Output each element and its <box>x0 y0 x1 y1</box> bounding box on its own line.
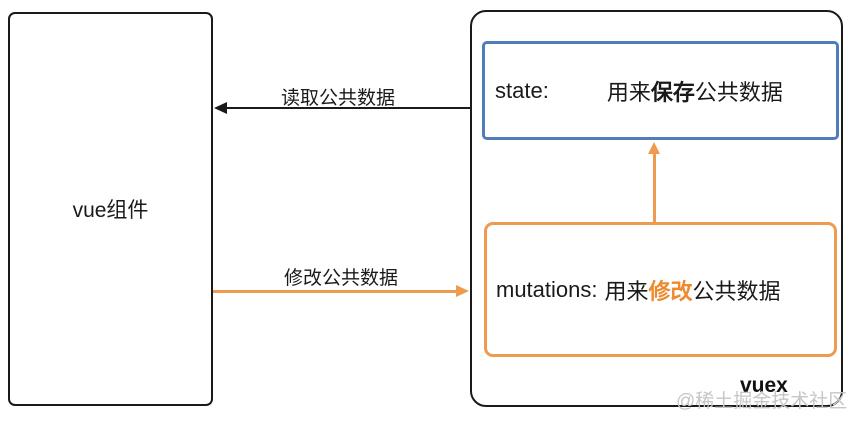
state-text-post: 公共数据 <box>694 79 783 105</box>
read-arrowhead-left-icon <box>214 102 227 114</box>
state-text-pre: 用来 <box>606 79 651 105</box>
commit-arrowhead-up-icon <box>648 142 660 154</box>
mutations-text-post: 公共数据 <box>692 278 781 304</box>
read-arrow-label: 读取公共数据 <box>281 88 396 109</box>
vue-component-node: vue组件 <box>8 12 213 406</box>
vuex-container-label: vuex <box>740 374 788 397</box>
mutations-text-pre: 用来 <box>604 278 649 304</box>
state-node: state: 用来 保存 公共数据 <box>482 41 839 140</box>
read-arrow-line <box>216 107 470 109</box>
state-text-bold: 保存 <box>650 79 695 105</box>
mutations-node: mutations: 用来 修改 公共数据 <box>484 222 837 357</box>
modify-arrow-label: 修改公共数据 <box>284 268 399 289</box>
mutations-text-bold: 修改 <box>648 278 693 304</box>
watermark-text: @稀土掘金技术社区 <box>676 391 848 412</box>
vue-component-label: vue组件 <box>72 199 149 222</box>
state-prefix-label: state: <box>495 77 549 103</box>
modify-arrowhead-right-icon <box>456 285 469 297</box>
modify-arrow-line <box>213 290 457 293</box>
mutations-prefix-label: mutations: <box>496 276 598 302</box>
commit-arrow-line <box>653 153 656 222</box>
